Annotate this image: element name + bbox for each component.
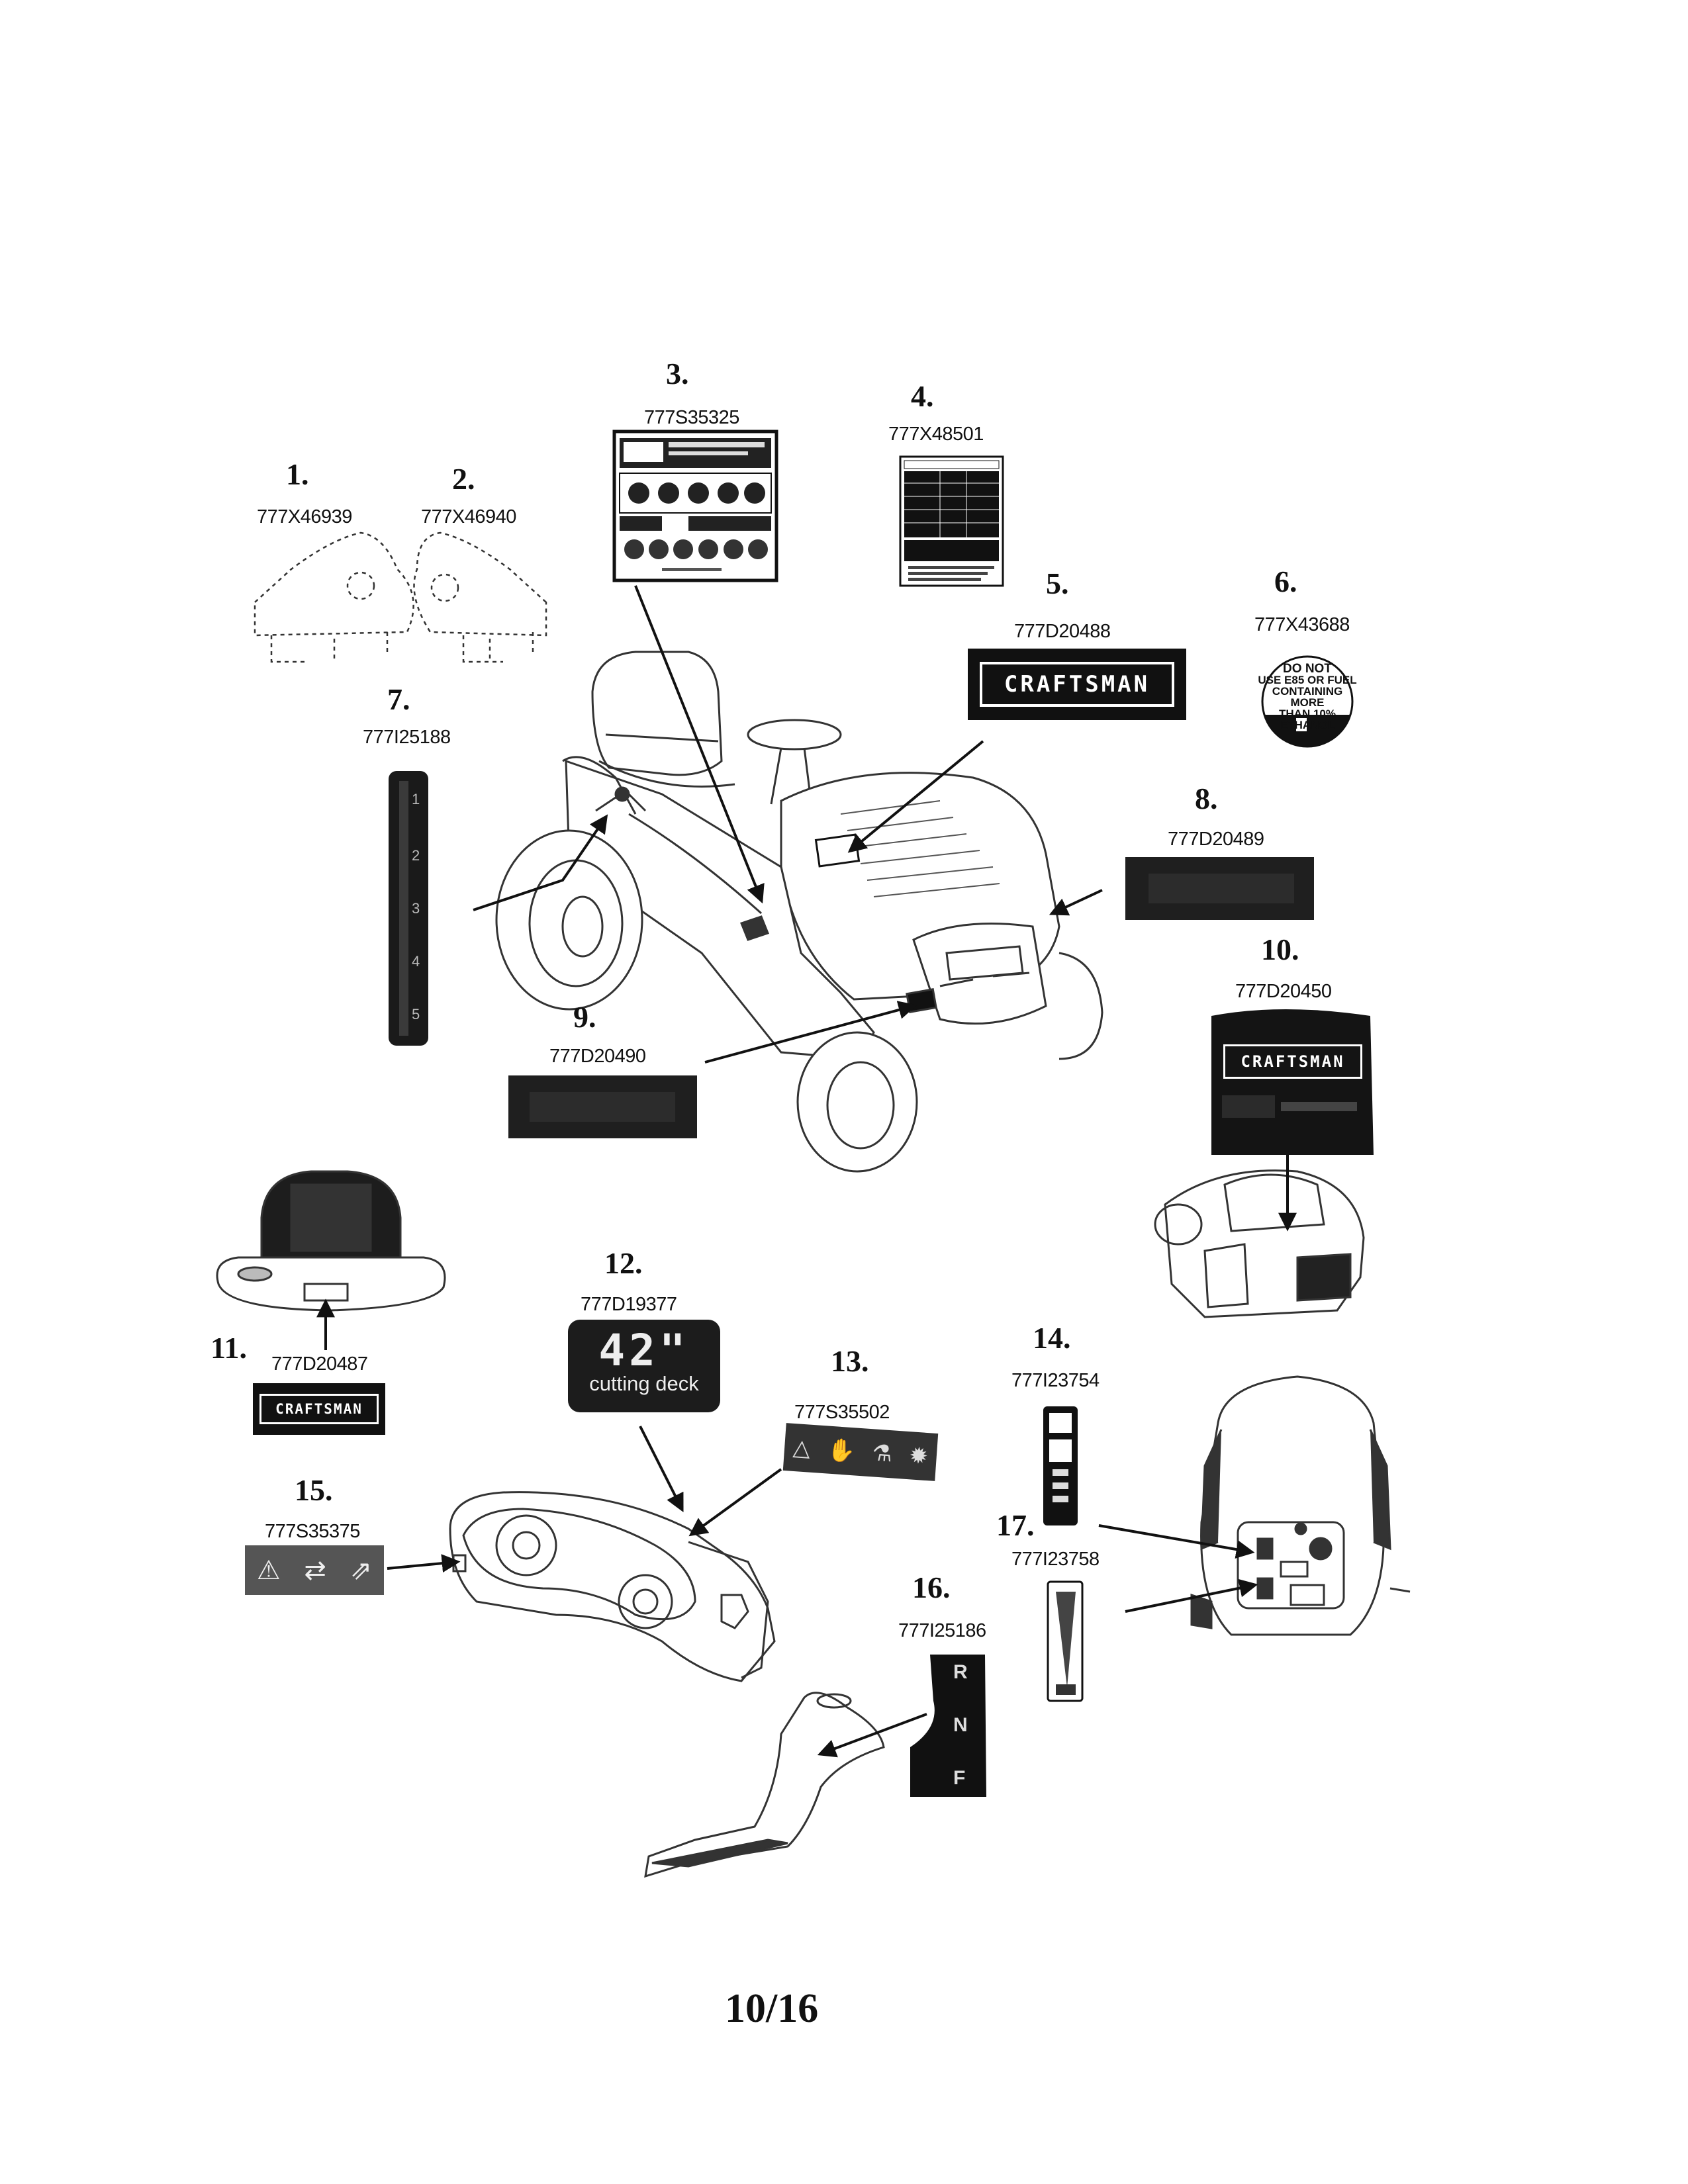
- decal-4-spec-label: [899, 455, 1004, 587]
- callout-8-part: 777D20489: [1168, 829, 1264, 850]
- callout-16-number: 16.: [912, 1570, 951, 1604]
- height-mark-5: 5: [412, 1006, 420, 1023]
- callout-1-number: 1.: [286, 457, 309, 491]
- callout-3-number: 3.: [666, 357, 689, 390]
- decal-10-brand-text: CRAFTSMAN: [1223, 1044, 1362, 1079]
- decal-11-brand-text: CRAFTSMAN: [259, 1394, 379, 1424]
- deck-caption-text: cutting deck: [589, 1372, 699, 1395]
- decal-10-engine-cover: [1211, 1009, 1374, 1155]
- thrown-object-icon: ⇗: [350, 1555, 373, 1585]
- callout-15-part: 777S35375: [265, 1521, 360, 1542]
- fuel-warning-line-3: CONTAINING MORE: [1272, 685, 1343, 709]
- callout-15-number: 15.: [295, 1473, 333, 1507]
- callout-10-number: 10.: [1261, 933, 1299, 966]
- callout-17-number: 17.: [996, 1508, 1035, 1542]
- decal-6-fuel-warning: DO NOT USE E85 OR FUEL CONTAINING MORE T…: [1258, 655, 1357, 754]
- decal-6-fuel-warning-disc: [1261, 655, 1354, 748]
- decal-7-height-scale: 1 2 3 4 5: [412, 791, 428, 1036]
- callout-2-number: 2.: [452, 462, 475, 496]
- decal-12-deck-size: 42" cutting deck: [568, 1320, 720, 1412]
- callout-8-number: 8.: [1195, 782, 1218, 815]
- warning-triangle-icon: △: [792, 1434, 812, 1461]
- height-mark-3: 3: [412, 900, 420, 917]
- fuel-warning-line-1: DO NOT: [1283, 662, 1332, 676]
- decal-17-lift-strip: [1047, 1580, 1084, 1702]
- engine-drawing: [1154, 1169, 1365, 1318]
- decal-5-brand-text: CRAFTSMAN: [980, 662, 1174, 707]
- callout-7-part: 777I25188: [363, 727, 451, 748]
- page-number: 10/16: [725, 1986, 819, 2031]
- deflector-icon: ⇄: [304, 1555, 326, 1585]
- callout-7-number: 7.: [387, 682, 410, 716]
- drive-reverse: R: [953, 1661, 968, 1683]
- callout-11-number: 11.: [211, 1331, 247, 1365]
- callout-13-part: 777S35502: [794, 1402, 890, 1423]
- warning-triangle-icon: ⚠: [256, 1555, 281, 1585]
- callout-9-number: 9.: [573, 1000, 596, 1034]
- callout-3-part: 777S35325: [644, 407, 739, 428]
- height-mark-4: 4: [412, 953, 420, 970]
- height-mark-1: 1: [412, 791, 420, 807]
- callout-4-number: 4.: [911, 379, 934, 413]
- height-mark-2: 2: [412, 847, 420, 864]
- seat-drawing: [216, 1170, 446, 1312]
- decal-15-warning-strip: ⚠ ⇄ ⇗: [245, 1545, 384, 1595]
- callout-14-part: 777I23754: [1011, 1370, 1100, 1391]
- callout-4-part: 777X48501: [888, 424, 984, 445]
- drive-neutral: N: [953, 1714, 968, 1736]
- callout-13-number: 13.: [831, 1344, 869, 1378]
- decal-2-fender-outline: [413, 531, 547, 663]
- callout-17-part: 777I23758: [1011, 1549, 1100, 1570]
- fuel-warning-line-2: USE E85 OR FUEL: [1258, 674, 1357, 686]
- callout-12-part: 777D19377: [581, 1294, 677, 1315]
- callout-2-part: 777X46940: [421, 506, 516, 527]
- decal-16-direction-label: [910, 1655, 986, 1797]
- drive-forward: F: [953, 1767, 966, 1789]
- decal-7-height-strip: [389, 771, 428, 1046]
- decal-11-brand-plate: CRAFTSMAN: [253, 1383, 385, 1435]
- blade-icon: ✹: [908, 1443, 929, 1470]
- callout-5-part: 777D20488: [1014, 621, 1111, 642]
- callout-12-number: 12.: [604, 1246, 643, 1280]
- person-icon: ⚗: [871, 1440, 894, 1467]
- decal-5-brand-plate: CRAFTSMAN: [968, 649, 1186, 720]
- decal-14-throttle-strip: [1043, 1406, 1078, 1525]
- callout-6-number: 6.: [1274, 565, 1297, 598]
- leader-lines: [316, 585, 1297, 1758]
- hand-icon: ✋: [826, 1437, 857, 1465]
- callout-5-number: 5.: [1046, 567, 1069, 600]
- callout-11-part: 777D20487: [271, 1353, 368, 1375]
- fuel-warning-line-4: THAN 10% ETHANOL: [1279, 707, 1336, 731]
- pedal-drawing: [644, 1692, 885, 1878]
- riding-mower-drawing: [495, 651, 1103, 1173]
- decal-1-fender-outline: [254, 531, 414, 663]
- mower-deck-drawing: [449, 1491, 776, 1682]
- callout-9-part: 777D20490: [549, 1046, 646, 1067]
- deck-size-text: 42": [598, 1325, 690, 1376]
- callout-10-part: 777D20450: [1235, 981, 1332, 1002]
- decal-3-instruction-label: [612, 430, 778, 582]
- callout-14-number: 14.: [1033, 1321, 1071, 1355]
- decal-16-drive-positions: R N F: [953, 1661, 980, 1794]
- mower-rear-view-drawing: [1190, 1375, 1411, 1636]
- callout-16-part: 777I25186: [898, 1620, 986, 1641]
- callout-1-part: 777X46939: [257, 506, 352, 527]
- callout-6-part: 777X43688: [1254, 614, 1350, 635]
